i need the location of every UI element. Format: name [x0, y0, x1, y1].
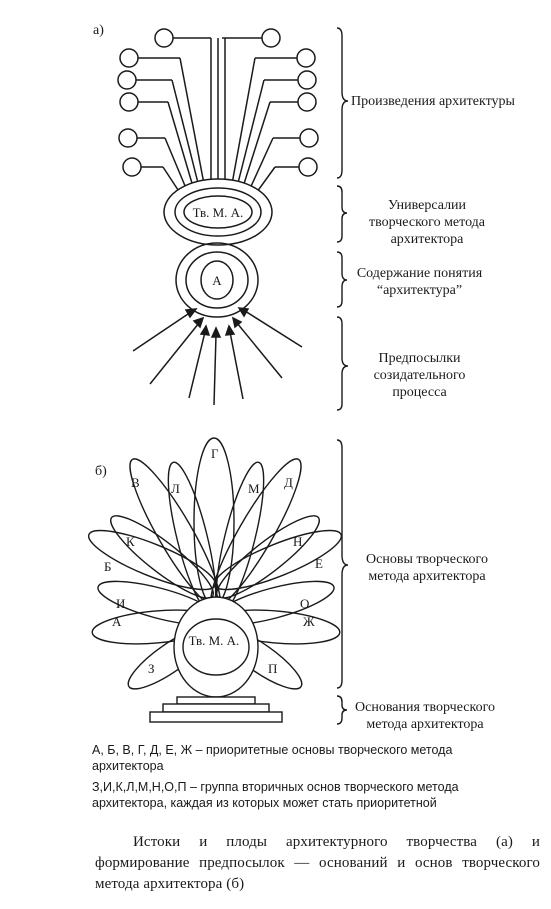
part-b-brackets [336, 439, 349, 725]
part-a-diagram [117, 28, 319, 406]
label-universals: Универсалии творческого метода архитекто… [368, 198, 486, 247]
petal-letter-p: П [268, 661, 277, 676]
legend-primary: А, Б, В, Г, Д, Е, Ж – приоритетные основ… [92, 743, 453, 773]
part-b-marker: б) [95, 464, 107, 479]
petal-letter-l: Л [171, 481, 180, 496]
part-a-marker: а) [93, 23, 104, 38]
part-b-diagram [87, 437, 343, 723]
petal-letter-i: И [116, 596, 125, 611]
method-core-label-b: Тв. М. А. [189, 633, 240, 648]
petal-letter-m: М [248, 481, 260, 496]
legend-secondary: З,И,К,Л,М,Н,О,П – группа вторичных основ… [92, 780, 459, 810]
petal-letter-e: Е [315, 556, 323, 571]
petal-letter-d: Д [284, 475, 293, 490]
bracket-universals [336, 185, 348, 243]
label-prerequisites: Предпосылки созидательного процесса [373, 351, 466, 400]
petal-letter-o: О [300, 596, 309, 611]
artwork-circle [119, 48, 139, 68]
artwork-circle [297, 92, 317, 112]
petal-letter-a: А [112, 614, 122, 629]
method-core-label: Тв. М. А. [193, 205, 244, 220]
petal [167, 461, 217, 613]
artwork-circle [119, 92, 139, 112]
petal [110, 515, 214, 599]
artwork-branches [136, 37, 300, 197]
artwork-circle [297, 70, 317, 90]
artwork-circle [118, 128, 138, 148]
bracket-artworks [336, 27, 349, 179]
bracket-prerequisites [336, 316, 349, 411]
petal-letter-v: В [131, 475, 140, 490]
concept-circles [175, 242, 259, 318]
artwork-circle [261, 28, 281, 48]
bracket-foundations-base [336, 695, 348, 725]
artwork-circle [122, 157, 142, 177]
bracket-concept [336, 251, 348, 308]
label-concept: Содержание понятия “архитектура” [356, 266, 483, 298]
artwork-circle [296, 48, 316, 68]
petal-letter-k: К [126, 534, 135, 549]
bracket-foundations-main [336, 439, 349, 689]
artwork-circle [154, 28, 174, 48]
petal-letter-zh: Ж [303, 614, 315, 629]
label-foundations-base: Основания творческого метода архитектора [355, 700, 495, 732]
artwork-circle [117, 70, 137, 90]
petal-letter-g: Г [211, 446, 219, 461]
label-artworks: Произведения архитектуры [351, 94, 515, 109]
petal-letter-z: З [148, 661, 155, 676]
core-inner [182, 618, 250, 676]
architecture-core-label: А [212, 273, 222, 288]
petal-letter-n: Н [293, 534, 302, 549]
artwork-circle [298, 157, 318, 177]
method-ellipses [163, 178, 273, 246]
artwork-circles [117, 28, 319, 177]
artwork-circle [299, 128, 319, 148]
petal-letter-b: Б [104, 559, 111, 574]
petal-letters: А Б В Г Д Е Ж З И К Л М Н О П [104, 446, 323, 676]
pedestal [149, 696, 283, 723]
part-a-brackets [336, 27, 349, 411]
petal [216, 515, 320, 599]
prerequisite-arrows [132, 307, 303, 406]
figure-caption: Истоки и плоды архитектурного творчества… [95, 834, 540, 892]
petal [213, 529, 343, 591]
label-foundations-main: Основы творческого метода архитектора [366, 552, 488, 584]
